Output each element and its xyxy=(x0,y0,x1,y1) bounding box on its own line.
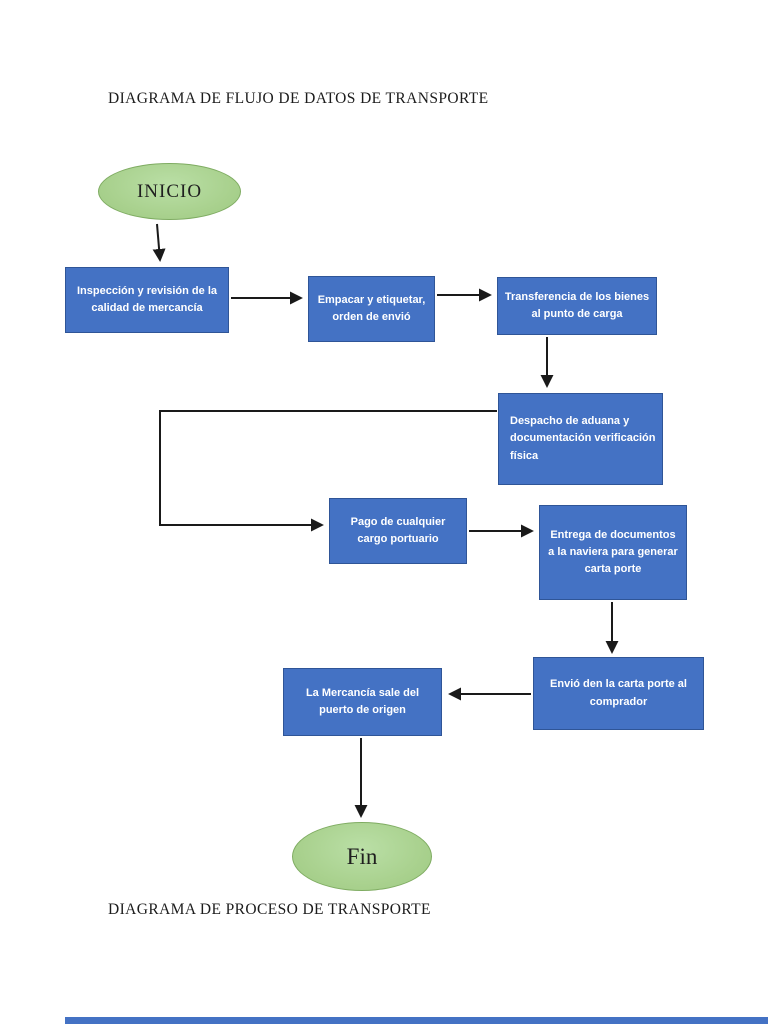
end-terminal-label: Fin xyxy=(346,843,378,869)
start-terminal-label: INICIO xyxy=(136,180,203,202)
step-transferencia-bienes: Transferencia de los bienes al punto de … xyxy=(497,277,657,335)
step-label: Pago de cualquier cargo portuario xyxy=(350,515,446,545)
step-label: Transferencia de los bienes al punto de … xyxy=(504,290,650,320)
step-pago-cargo-portuario: Pago de cualquier cargo portuario xyxy=(329,498,467,564)
step-empacar-etiquetar: Empacar y etiquetar, orden de envió xyxy=(308,276,435,342)
end-terminal-fin: Fin xyxy=(292,822,432,891)
step-label: Inspección y revisión de la calidad de m… xyxy=(77,284,217,314)
step-despacho-aduana: Despacho de aduana y documentación verif… xyxy=(498,393,663,485)
start-terminal-inicio: INICIO xyxy=(98,163,241,220)
step-label: Entrega de documentos a la naviera para … xyxy=(548,528,678,576)
step-label: La Mercancía sale del puerto de origen xyxy=(305,686,420,716)
connector-inicio-to-step1 xyxy=(152,223,166,262)
step-envio-carta-porte: Envió den la carta porte al comprador xyxy=(533,657,704,730)
page-title-proceso: DIAGRAMA DE PROCESO DE TRANSPORTE xyxy=(108,901,431,918)
step-mercancia-sale-puerto: La Mercancía sale del puerto de origen xyxy=(283,668,442,736)
step-label: Empacar y etiquetar, orden de envió xyxy=(317,293,426,323)
step-entrega-documentos: Entrega de documentos a la naviera para … xyxy=(539,505,687,600)
step-label: Envió den la carta porte al comprador xyxy=(550,678,687,708)
page-bottom-blue-strip xyxy=(65,1017,768,1024)
step-label: Despacho de aduana y documentación verif… xyxy=(510,415,656,462)
step-inspeccion-revision: Inspección y revisión de la calidad de m… xyxy=(65,267,229,333)
page-title-flujo-datos: DIAGRAMA DE FLUJO DE DATOS DE TRANSPORTE xyxy=(108,90,489,107)
